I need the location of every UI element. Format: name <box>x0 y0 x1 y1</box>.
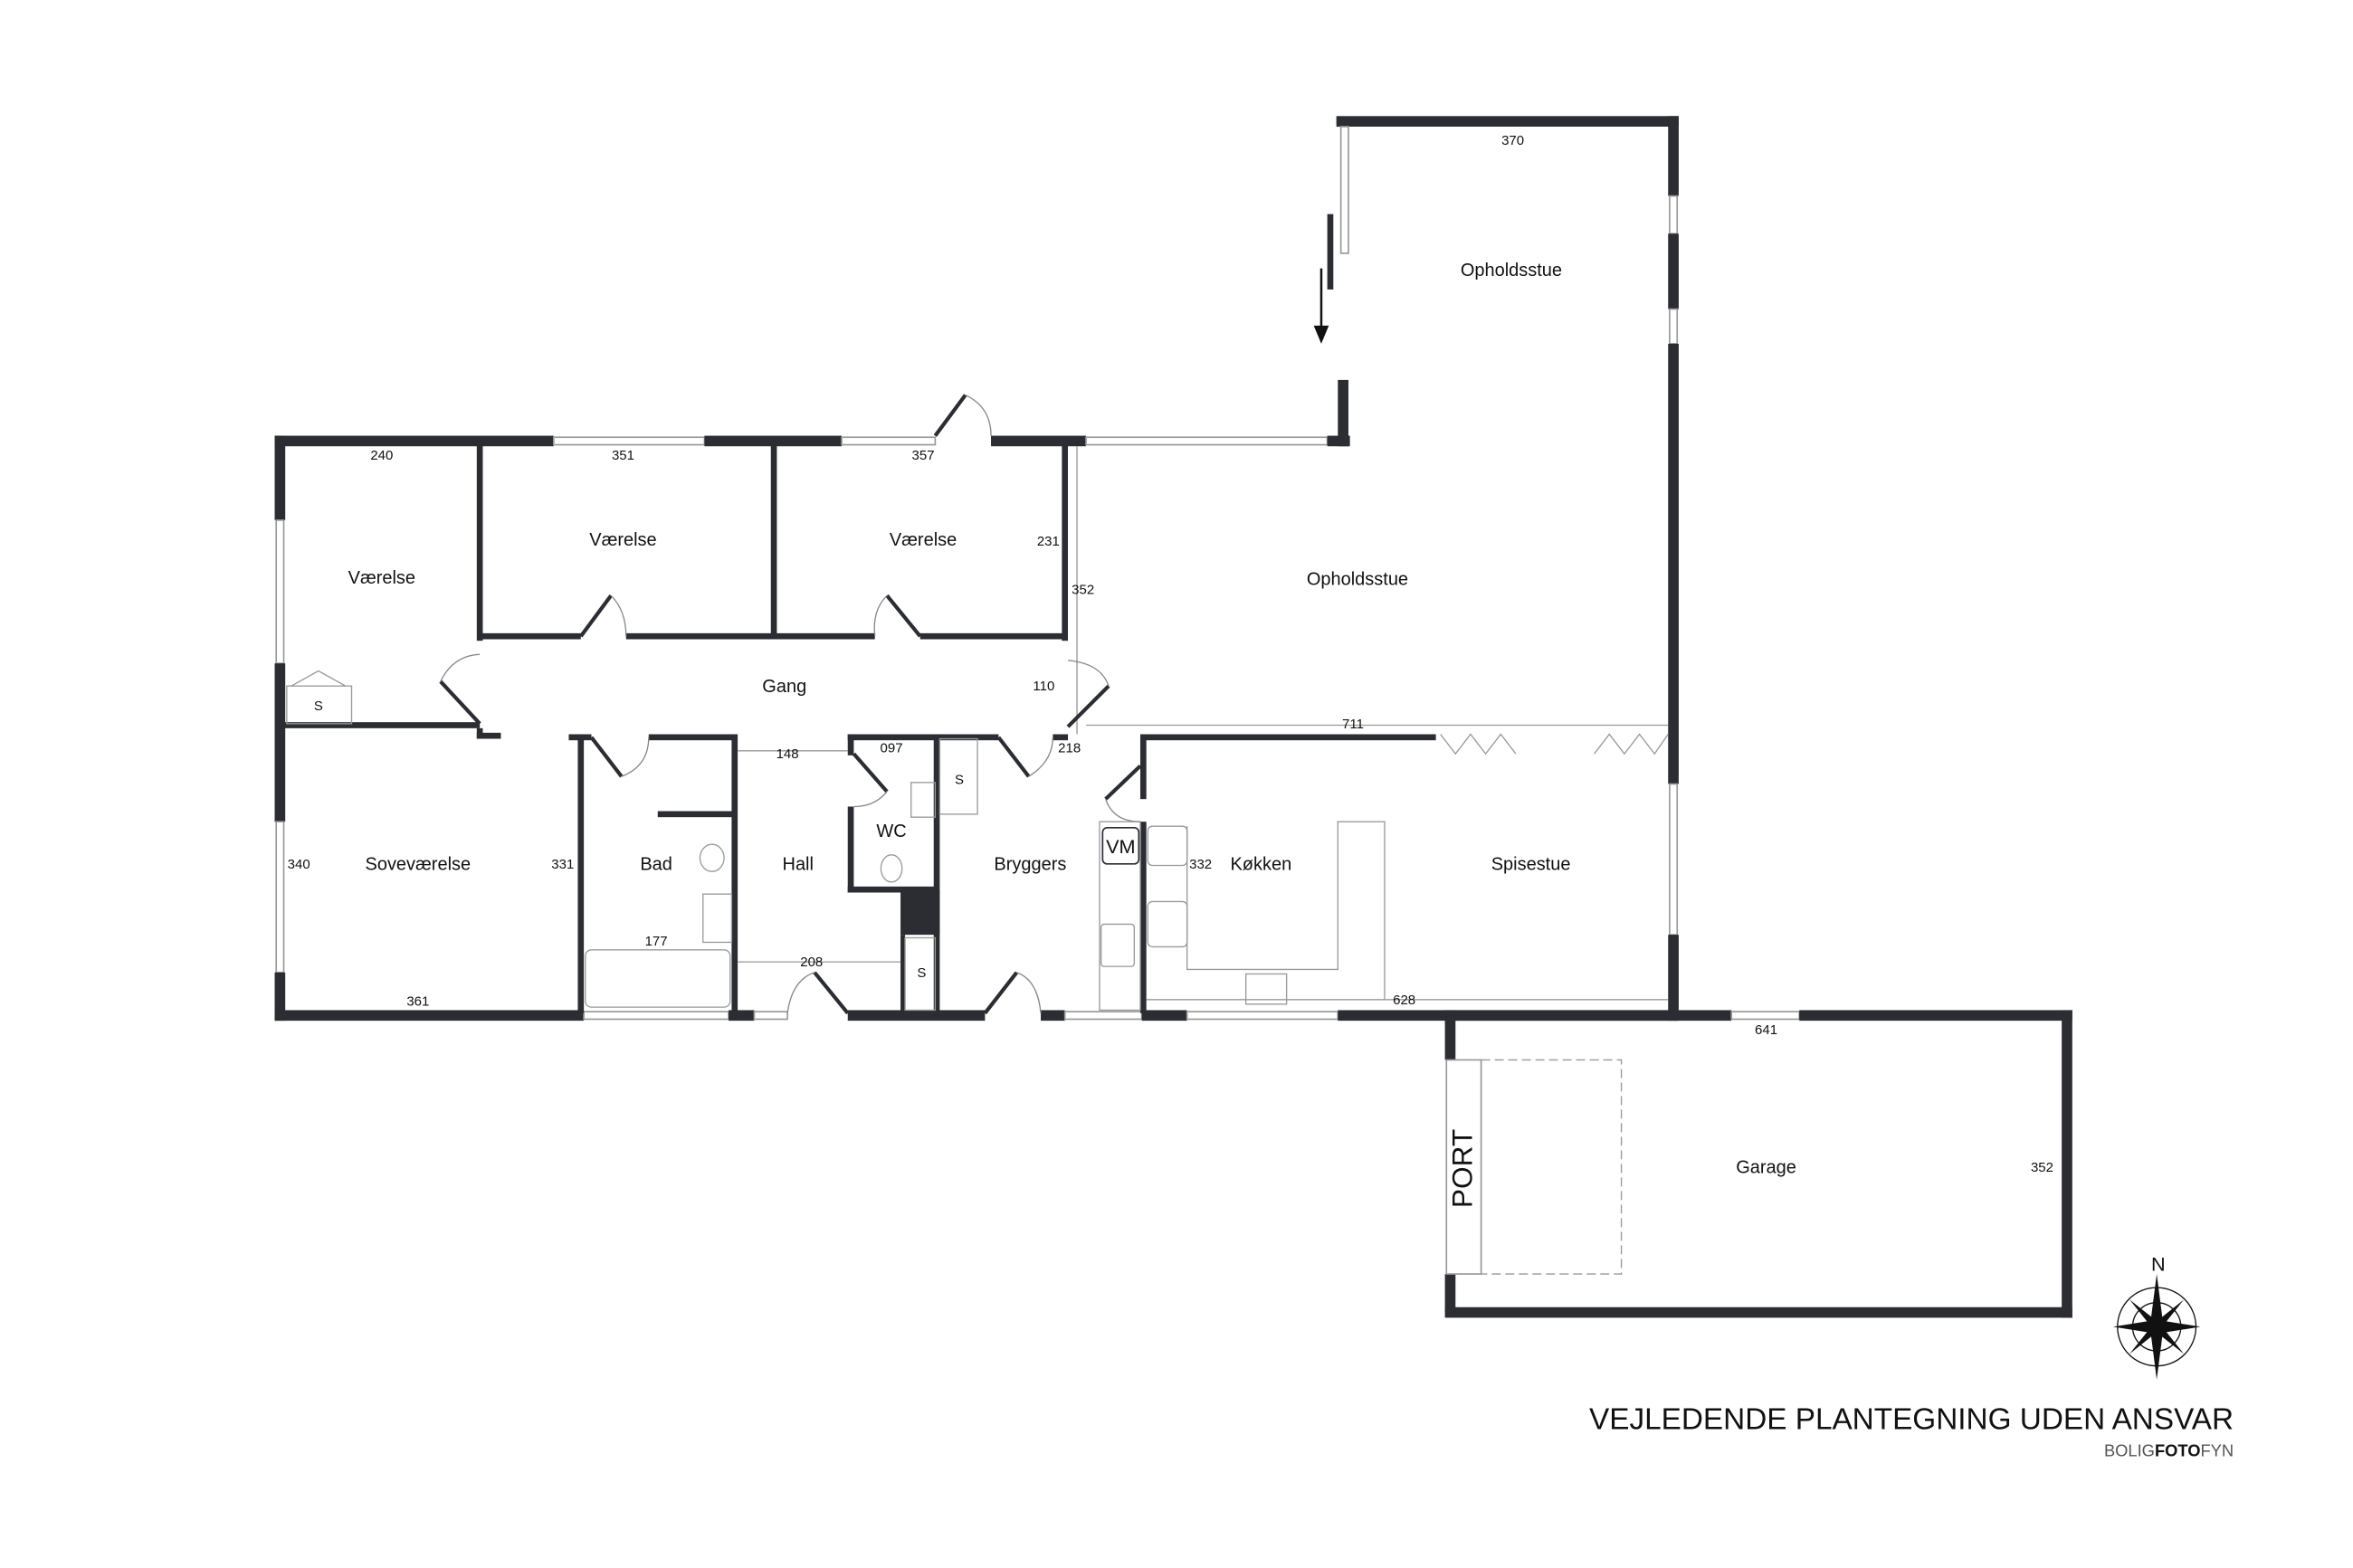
closet-label: S <box>955 773 964 788</box>
dim: 231 <box>1037 534 1060 549</box>
room-vaerelse-1: Værelse <box>348 568 415 588</box>
dim: 641 <box>1755 1022 1777 1038</box>
room-labels: Opholdsstue Opholdsstue Værelse Værelse … <box>314 261 1796 1208</box>
dim: 331 <box>551 857 574 872</box>
dim: 332 <box>1189 857 1212 872</box>
dim: 352 <box>1072 583 1094 598</box>
garage-port-label: PORT <box>1446 1129 1479 1208</box>
dim: 097 <box>881 741 903 756</box>
brand-logo: BOLIGFOTOFYN <box>2104 1441 2234 1460</box>
dim: 240 <box>370 448 393 463</box>
room-bad: Bad <box>640 854 672 874</box>
dim: 110 <box>1033 679 1054 694</box>
dim: 218 <box>1058 741 1081 756</box>
dim: 352 <box>2031 1160 2053 1175</box>
room-gang: Gang <box>762 677 806 697</box>
thin-lines <box>286 446 1669 1012</box>
dim: 351 <box>612 448 634 463</box>
room-opholdsstue-top: Opholdsstue <box>1461 261 1562 280</box>
room-opholdsstue: Opholdsstue <box>1307 570 1408 590</box>
dim: 177 <box>645 934 668 949</box>
plan-disclaimer-title: VEJLEDENDE PLANTEGNING UDEN ANSVAR <box>1589 1403 2234 1437</box>
room-wc: WC <box>876 822 906 841</box>
north-label: N <box>2151 1253 2166 1276</box>
room-vaerelse-3: Værelse <box>890 530 957 550</box>
dim: 361 <box>406 993 429 1009</box>
room-spisestue: Spisestue <box>1491 854 1571 874</box>
dim: 148 <box>776 746 799 762</box>
walls <box>274 116 2072 1318</box>
room-garage: Garage <box>1736 1157 1796 1177</box>
dim: 340 <box>288 857 310 872</box>
dim: 628 <box>1393 993 1415 1008</box>
dim: 711 <box>1342 717 1364 732</box>
room-vaerelse-2: Værelse <box>589 530 656 550</box>
closet-label: S <box>917 965 926 981</box>
closet-label: S <box>314 698 323 714</box>
room-bryggers: Bryggers <box>994 854 1066 874</box>
washer-label: VM <box>1106 835 1135 858</box>
room-koekken: Køkken <box>1230 854 1291 874</box>
dim: 357 <box>912 448 935 463</box>
room-sovevaerelse: Soveværelse <box>366 854 472 874</box>
compass-rose-icon: N <box>2112 1253 2201 1380</box>
dim: 208 <box>800 955 823 970</box>
doors <box>439 268 1329 1015</box>
dim: 370 <box>1501 133 1524 148</box>
dimensions: 370 240 351 357 231 352 110 711 148 097 … <box>288 133 2053 1175</box>
room-hall: Hall <box>783 854 814 874</box>
